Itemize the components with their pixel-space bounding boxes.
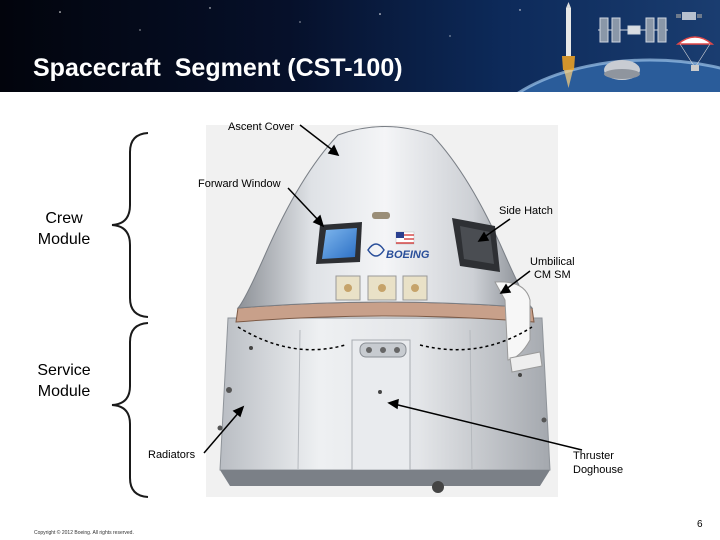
forward-window-arrow bbox=[287, 187, 321, 223]
slide-header: Spacecraft Segment (CST-100) bbox=[0, 0, 720, 92]
ascent-cover-label: Ascent Cover bbox=[228, 121, 295, 133]
radiators-arrowhead bbox=[232, 405, 245, 418]
copyright-notice: Copyright © 2012 Boeing. All rights rese… bbox=[34, 530, 134, 536]
flag-icon bbox=[395, 231, 415, 245]
umbilical-arrow bbox=[504, 270, 531, 291]
slide-title: Spacecraft Segment (CST-100) bbox=[33, 54, 403, 82]
ascent-cover-arrow bbox=[299, 124, 336, 153]
thruster-arrow bbox=[393, 403, 583, 451]
side-hatch-arrow bbox=[482, 218, 511, 239]
rocket-icon bbox=[562, 2, 575, 88]
module-boundary-line bbox=[237, 326, 533, 351]
capsule-small-icon bbox=[604, 60, 640, 80]
service-module-body bbox=[217, 317, 551, 493]
space-station-icon bbox=[598, 17, 668, 43]
crew-module-label: Crew Module bbox=[37, 210, 91, 248]
ascent-cover-arrowhead bbox=[327, 144, 340, 157]
thruster-arrowhead bbox=[387, 398, 399, 410]
radiators-label: Radiators bbox=[148, 449, 196, 461]
radiators-arrow bbox=[203, 410, 241, 454]
side-hatch-label: Side Hatch bbox=[499, 205, 553, 217]
boeing-wordmark: BOEING bbox=[386, 249, 430, 261]
page-number: 6 bbox=[697, 519, 703, 530]
umbilical-arrowhead bbox=[499, 283, 512, 294]
service-module-bracket bbox=[111, 322, 149, 498]
forward-window bbox=[322, 228, 357, 259]
forward-window-arrowhead bbox=[312, 214, 325, 228]
forward-window-label: Forward Window bbox=[198, 178, 281, 190]
parachute-icon bbox=[675, 36, 715, 71]
boeing-logo: BOEING bbox=[367, 243, 430, 261]
crew-module-bracket bbox=[111, 132, 149, 318]
service-module-label: Service Module bbox=[37, 362, 91, 400]
header-space-art bbox=[59, 2, 720, 92]
side-hatch-arrowhead bbox=[477, 231, 490, 242]
vent-panels bbox=[335, 275, 428, 301]
umbilical-label: Umbilical CM SM bbox=[530, 256, 575, 281]
satellite-icon bbox=[676, 12, 702, 20]
star-field bbox=[59, 7, 521, 37]
thruster-doghouse-label: Thruster Doghouse bbox=[573, 450, 624, 476]
thruster-doghouse bbox=[359, 342, 407, 358]
